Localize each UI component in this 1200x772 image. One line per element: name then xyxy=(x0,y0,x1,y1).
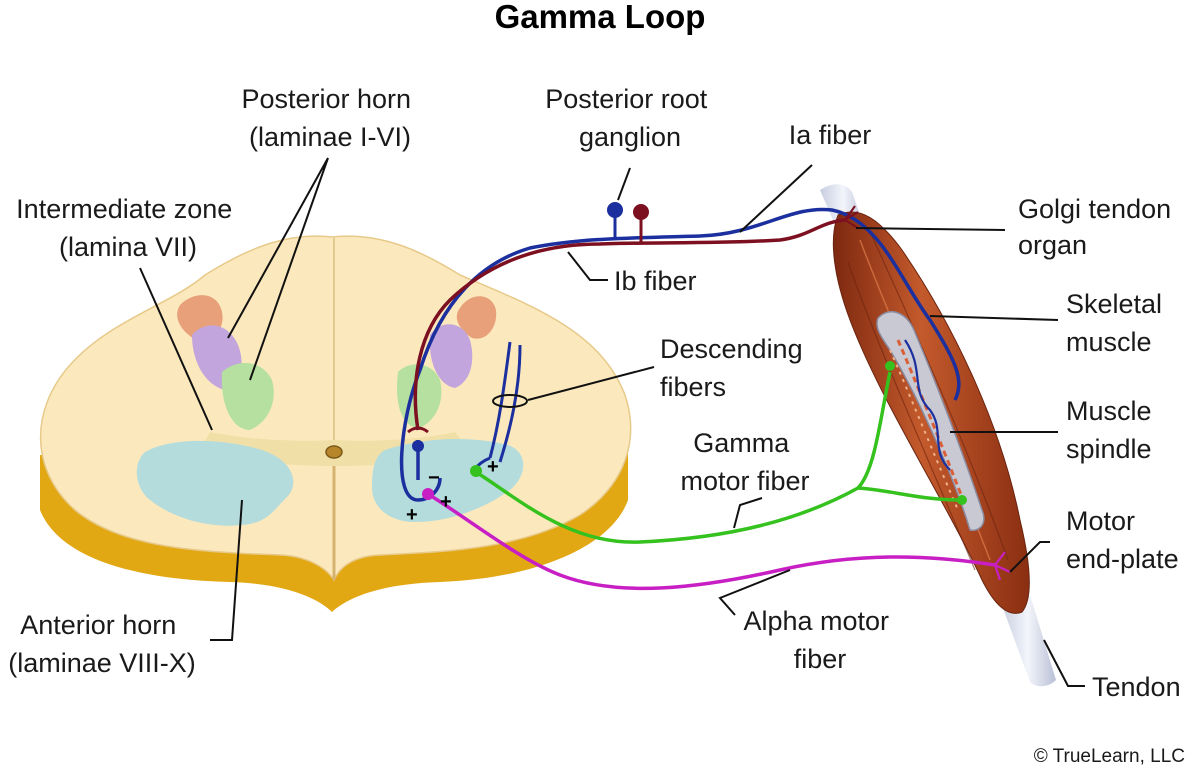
label-anterior-horn-line1: Anterior horn xyxy=(20,610,176,640)
leader-posterior-horn xyxy=(227,157,329,381)
ia-fiber-spindle-wrap xyxy=(904,339,951,471)
leader-ib-fiber xyxy=(567,251,608,281)
leader-ia-fiber xyxy=(739,164,813,233)
muscle-fiber-line xyxy=(871,235,1009,561)
label-posterior-horn: Posterior horn (laminae I-VI) xyxy=(241,84,418,152)
gamma-motor-neuron xyxy=(470,465,482,477)
label-alpha-motor-fiber: Alpha motor fiber xyxy=(743,606,896,674)
ia-fiber xyxy=(399,202,961,502)
leader-alpha-motor-fiber xyxy=(718,569,791,616)
label-alpha-motor-fiber-line1: Alpha motor xyxy=(743,606,889,636)
label-muscle-spindle: Muscle spindle xyxy=(1066,396,1159,464)
leader-golgi-tendon-organ xyxy=(855,227,1006,231)
label-intermediate-zone-line2: (lamina VII) xyxy=(59,232,197,262)
gamma-motor-terminal xyxy=(885,361,895,371)
alpha-motor-neuron xyxy=(422,488,434,500)
spindle-intrafusal-fibers xyxy=(889,349,959,511)
label-descending-fibers: Descending fibers xyxy=(660,334,810,402)
spindle-intrafusal-fibers xyxy=(896,339,967,506)
label-muscle-spindle-line1: Muscle xyxy=(1066,396,1152,426)
right-posterior-horn-middle xyxy=(429,324,473,388)
inhibitory-sign: − xyxy=(428,467,440,489)
gamma-motor-fiber-path xyxy=(475,371,892,544)
ib-fiber xyxy=(407,204,859,434)
label-golgi-tendon-organ-line2: organ xyxy=(1018,230,1087,260)
excitatory-sign: + xyxy=(406,504,418,526)
left-posterior-horn-inner xyxy=(221,362,274,430)
excitatory-sign: + xyxy=(487,456,499,478)
label-gamma-motor-fiber-line1: Gamma xyxy=(693,428,790,458)
label-posterior-horn-line1: Posterior horn xyxy=(241,84,411,114)
label-posterior-root-ganglion-line2: ganglion xyxy=(579,122,681,152)
skeletal-muscle-illustration xyxy=(820,184,1056,687)
ia-terminal xyxy=(412,440,424,452)
label-ib-fiber: Ib fiber xyxy=(614,266,697,296)
leader-posterior-root-ganglion xyxy=(617,167,631,201)
label-posterior-root-ganglion-line1: Posterior root xyxy=(545,84,708,114)
muscle-fiber-line xyxy=(847,261,976,571)
label-skeletal-muscle-line1: Skeletal xyxy=(1066,289,1162,319)
label-gamma-motor-fiber: Gamma motor fiber xyxy=(680,428,809,496)
descending-fiber xyxy=(488,341,512,459)
ia-fiber-path xyxy=(399,207,961,502)
tendon-lower xyxy=(1000,595,1056,687)
ib-terminal xyxy=(407,426,429,434)
excitatory-sign: + xyxy=(440,491,452,513)
label-skeletal-muscle: Skeletal muscle xyxy=(1066,289,1170,357)
descending-fibers-bundle-marker xyxy=(492,394,528,408)
alpha-motor-fiber xyxy=(422,488,1011,591)
label-alpha-motor-fiber-line2: fiber xyxy=(794,644,847,674)
label-descending-fibers-line2: fibers xyxy=(660,372,726,402)
leader-descending-fibers xyxy=(527,366,655,401)
label-anterior-horn-line2: (laminae VIII-X) xyxy=(8,648,196,678)
posterior-root-ganglion-ia-cell xyxy=(607,202,623,218)
leader-intermediate-zone xyxy=(139,267,213,431)
label-descending-fibers-line1: Descending xyxy=(660,334,803,364)
spinal-cord-cross-section xyxy=(39,235,632,612)
label-muscle-spindle-line2: spindle xyxy=(1066,434,1152,464)
golgi-tendon-organ-endings xyxy=(844,205,859,229)
gamma-motor-fiber-branch xyxy=(857,486,961,502)
diagram-title: Gamma Loop xyxy=(495,0,706,35)
gamma-motor-terminal xyxy=(957,495,967,505)
label-motor-end-plate: Motor end-plate xyxy=(1066,506,1179,574)
leader-tendon xyxy=(1043,639,1085,687)
label-golgi-tendon-organ-line1: Golgi tendon xyxy=(1018,194,1171,224)
spinal-cord-white-matter xyxy=(39,235,632,582)
label-posterior-root-ganglion: Posterior root ganglion xyxy=(545,84,715,152)
label-intermediate-zone-line1: Intermediate zone xyxy=(16,194,232,224)
label-skeletal-muscle-line2: muscle xyxy=(1066,327,1152,357)
label-intermediate-zone: Intermediate zone (lamina VII) xyxy=(16,194,240,262)
label-ia-fiber: Ia fiber xyxy=(789,120,872,150)
leader-skeletal-muscle xyxy=(929,315,1059,321)
label-anterior-horn: Anterior horn (laminae VIII-X) xyxy=(8,610,196,678)
left-anterior-horn xyxy=(136,440,294,526)
gamma-motor-fiber xyxy=(470,361,967,544)
leader-anterior-horn xyxy=(210,499,243,641)
right-posterior-horn-outer xyxy=(456,296,497,339)
leader-lines xyxy=(139,157,1085,687)
alpha-motor-fiber-path xyxy=(427,492,996,591)
copyright-notice: © TrueLearn, LLC xyxy=(1034,746,1185,767)
motor-end-plate-branches xyxy=(993,551,1011,581)
label-motor-end-plate-line1: Motor xyxy=(1066,506,1135,536)
label-motor-end-plate-line2: end-plate xyxy=(1066,544,1179,574)
label-golgi-tendon-organ: Golgi tendon organ xyxy=(1018,194,1179,260)
leader-motor-end-plate xyxy=(1009,541,1050,573)
posterior-root-ganglion-ib-cell xyxy=(633,204,649,220)
descending-fiber xyxy=(498,344,522,463)
label-tendon: Tendon xyxy=(1092,672,1181,702)
central-canal xyxy=(325,445,343,459)
label-posterior-horn-line2: (laminae I-VI) xyxy=(249,122,411,152)
leader-gamma-motor-fiber xyxy=(733,497,763,529)
label-gamma-motor-fiber-line2: motor fiber xyxy=(680,466,809,496)
ib-fiber-path xyxy=(413,218,846,431)
